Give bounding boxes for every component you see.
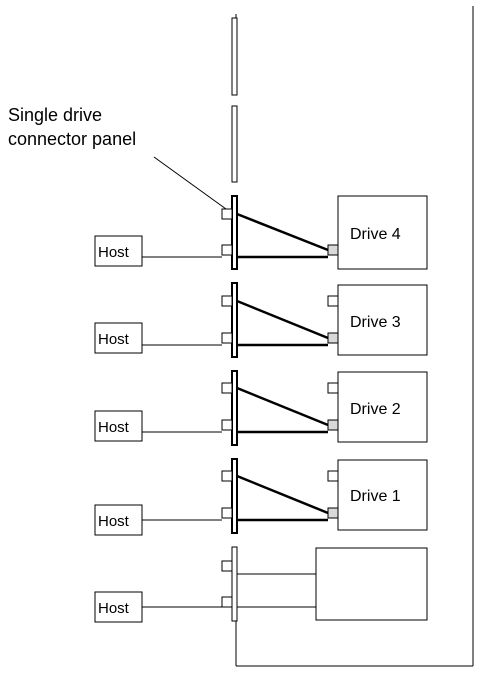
panel-to-drive-cable [236,299,329,340]
host-label: Host [98,331,130,348]
callout-label: Single drive connector panel [8,105,227,210]
callout-line-2: connector panel [8,129,136,149]
host-box [94,410,143,442]
drive-label: Drive 3 [350,314,401,331]
panel-to-drive-cable [236,386,329,427]
connector-panel [231,195,238,270]
drive-box [337,371,428,443]
drive-box [337,459,428,531]
host-label: Host [98,419,130,436]
callout-leader [153,156,227,210]
drive-unit-4: Drive 4 Host [94,195,428,270]
panel-to-drive-cable [236,474,329,515]
host-label: Host [98,244,130,261]
drive-port [327,244,339,256]
connector-panel [231,370,238,446]
panel-port [221,470,233,482]
panel-port [221,560,233,572]
host-box [94,322,143,354]
panel-port [221,419,233,431]
drive-port [327,382,339,394]
drive-unit-2: Drive 2 Host [94,370,428,446]
drive-port [327,507,339,519]
drive-port [327,332,339,344]
panel-port [221,295,233,307]
panel-port [221,332,233,344]
connector-panel [231,282,238,358]
drive-box [337,284,428,356]
connector-panel [231,546,238,622]
bottom-unit: Host [94,546,428,623]
unlabeled-drive-box [315,547,428,621]
host-label: Host [98,600,130,617]
panel-port [221,244,233,256]
panel-port [221,208,233,220]
panel-port [221,382,233,394]
drive-port [327,470,339,482]
drive-label: Drive 1 [350,488,401,505]
drive-box [337,195,428,270]
drive-label: Drive 2 [350,401,401,418]
empty-panel-slot [231,105,238,183]
host-label: Host [98,513,130,530]
host-box [94,235,143,267]
drive-unit-1: Drive 1 Host [94,458,428,536]
drive-unit-3: Drive 3 Host [94,282,428,358]
host-box [94,591,143,623]
drive-port [327,295,339,307]
panel-port [221,507,233,519]
drive-label: Drive 4 [350,226,401,243]
empty-panel-slot [231,17,238,96]
callout-line-1: Single drive [8,105,102,125]
panel-port [221,596,233,608]
panel-to-drive-cable [236,212,329,252]
connector-panel [231,458,238,534]
drive-port [327,419,339,431]
